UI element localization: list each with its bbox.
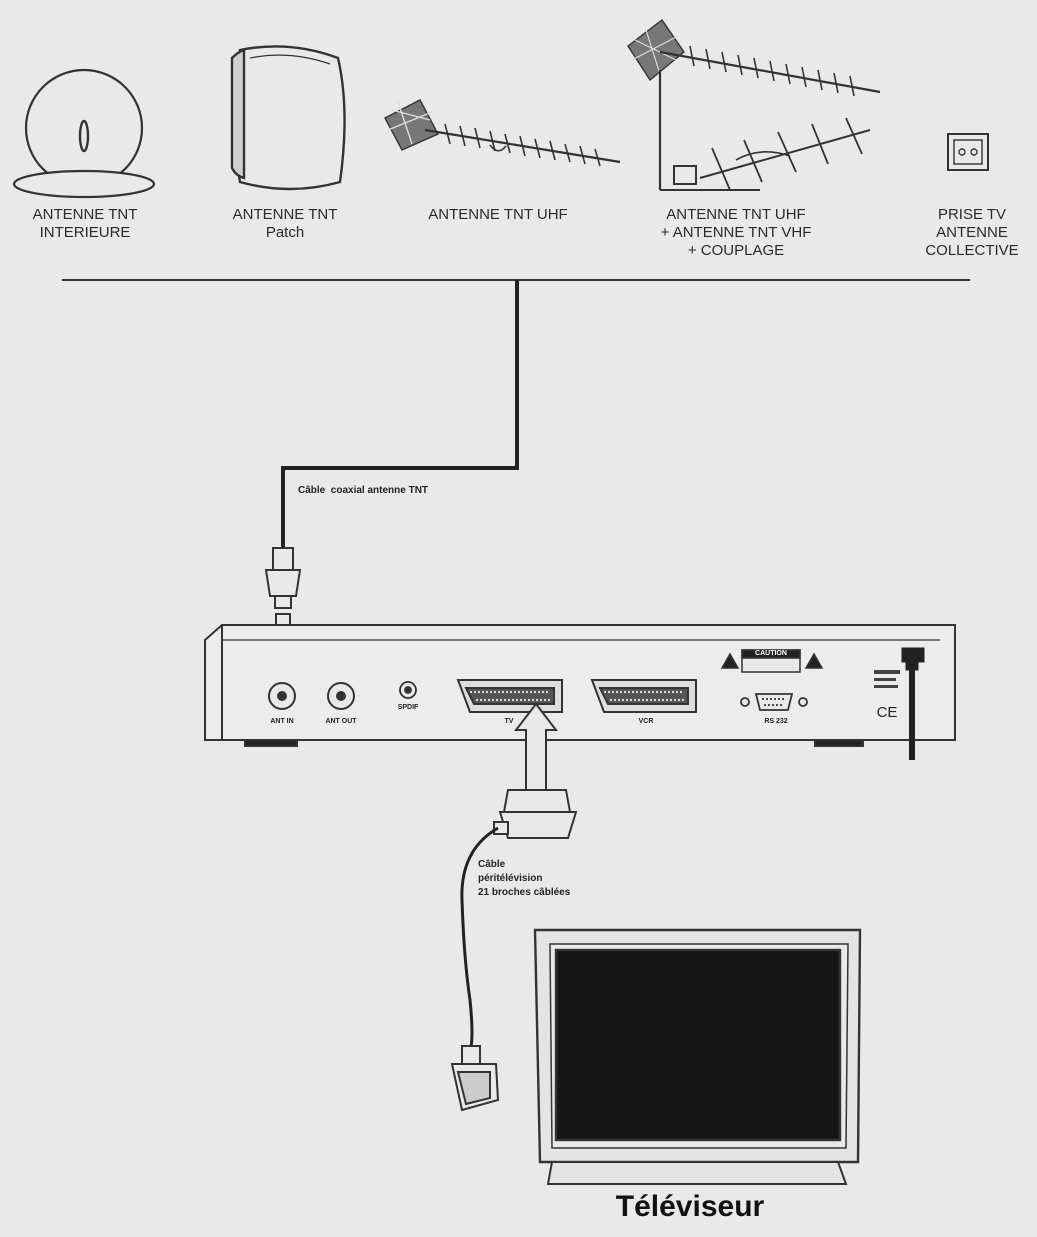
tv-scart-port-icon: [456, 679, 563, 713]
ant-out-port-icon: [327, 682, 355, 710]
coaxial-cable: [281, 280, 519, 548]
uhf-vhf-antenna-icon: [627, 18, 881, 191]
antenna-label-uhf-vhf: ANTENNE TNT UHF + ANTENNE TNT VHF + COUP…: [660, 206, 812, 259]
television-icon: [533, 928, 862, 1185]
port-label-ant-in: ANT IN: [270, 718, 294, 725]
peritel-cable-label: Câble péritélévision 21 broches câblées: [478, 859, 571, 898]
spdif-port-icon: [399, 681, 417, 699]
receiver-rear-panel: [204, 624, 956, 747]
coax-plug-icon: [264, 547, 302, 609]
port-label-tv: TV: [504, 718, 514, 725]
wall-socket-icon: [947, 133, 989, 171]
peritel-cable: [460, 826, 499, 1051]
ce-mark: CE: [876, 704, 898, 721]
ant-in-port-icon: [268, 682, 296, 710]
uhf-antenna-icon: [384, 99, 621, 167]
port-label-vcr: VCR: [638, 718, 654, 725]
scart-plug-top-icon: [493, 789, 578, 839]
vcr-scart-port-icon: [590, 679, 697, 713]
caution-text: CAUTION: [755, 650, 787, 657]
port-label-ant-out: ANT OUT: [325, 718, 357, 725]
rs232-port-icon: [740, 693, 808, 711]
port-label-rs232: RS 232: [764, 718, 788, 725]
power-cord: [901, 647, 925, 760]
antenna-label-uhf: ANTENNE TNT UHF: [428, 206, 568, 223]
caution-label-icon: [720, 649, 824, 673]
scart-plug-bottom-icon: [450, 1045, 500, 1112]
port-label-spdif: SPDIF: [397, 704, 419, 711]
indoor-antenna-icon: [12, 68, 156, 199]
power-label-icon: [874, 670, 900, 688]
antenna-label-interieure: ANTENNE TNT INTERIEURE: [32, 206, 138, 241]
antenna-label-patch: ANTENNE TNT Patch: [232, 206, 338, 241]
antenna-label-prise: PRISE TV ANTENNE COLLECTIVE: [925, 206, 1019, 259]
coaxial-cable-label: Câble coaxial antenne TNT: [298, 485, 429, 496]
television-caption: Téléviseur: [615, 1190, 765, 1223]
patch-antenna-icon: [230, 45, 346, 191]
